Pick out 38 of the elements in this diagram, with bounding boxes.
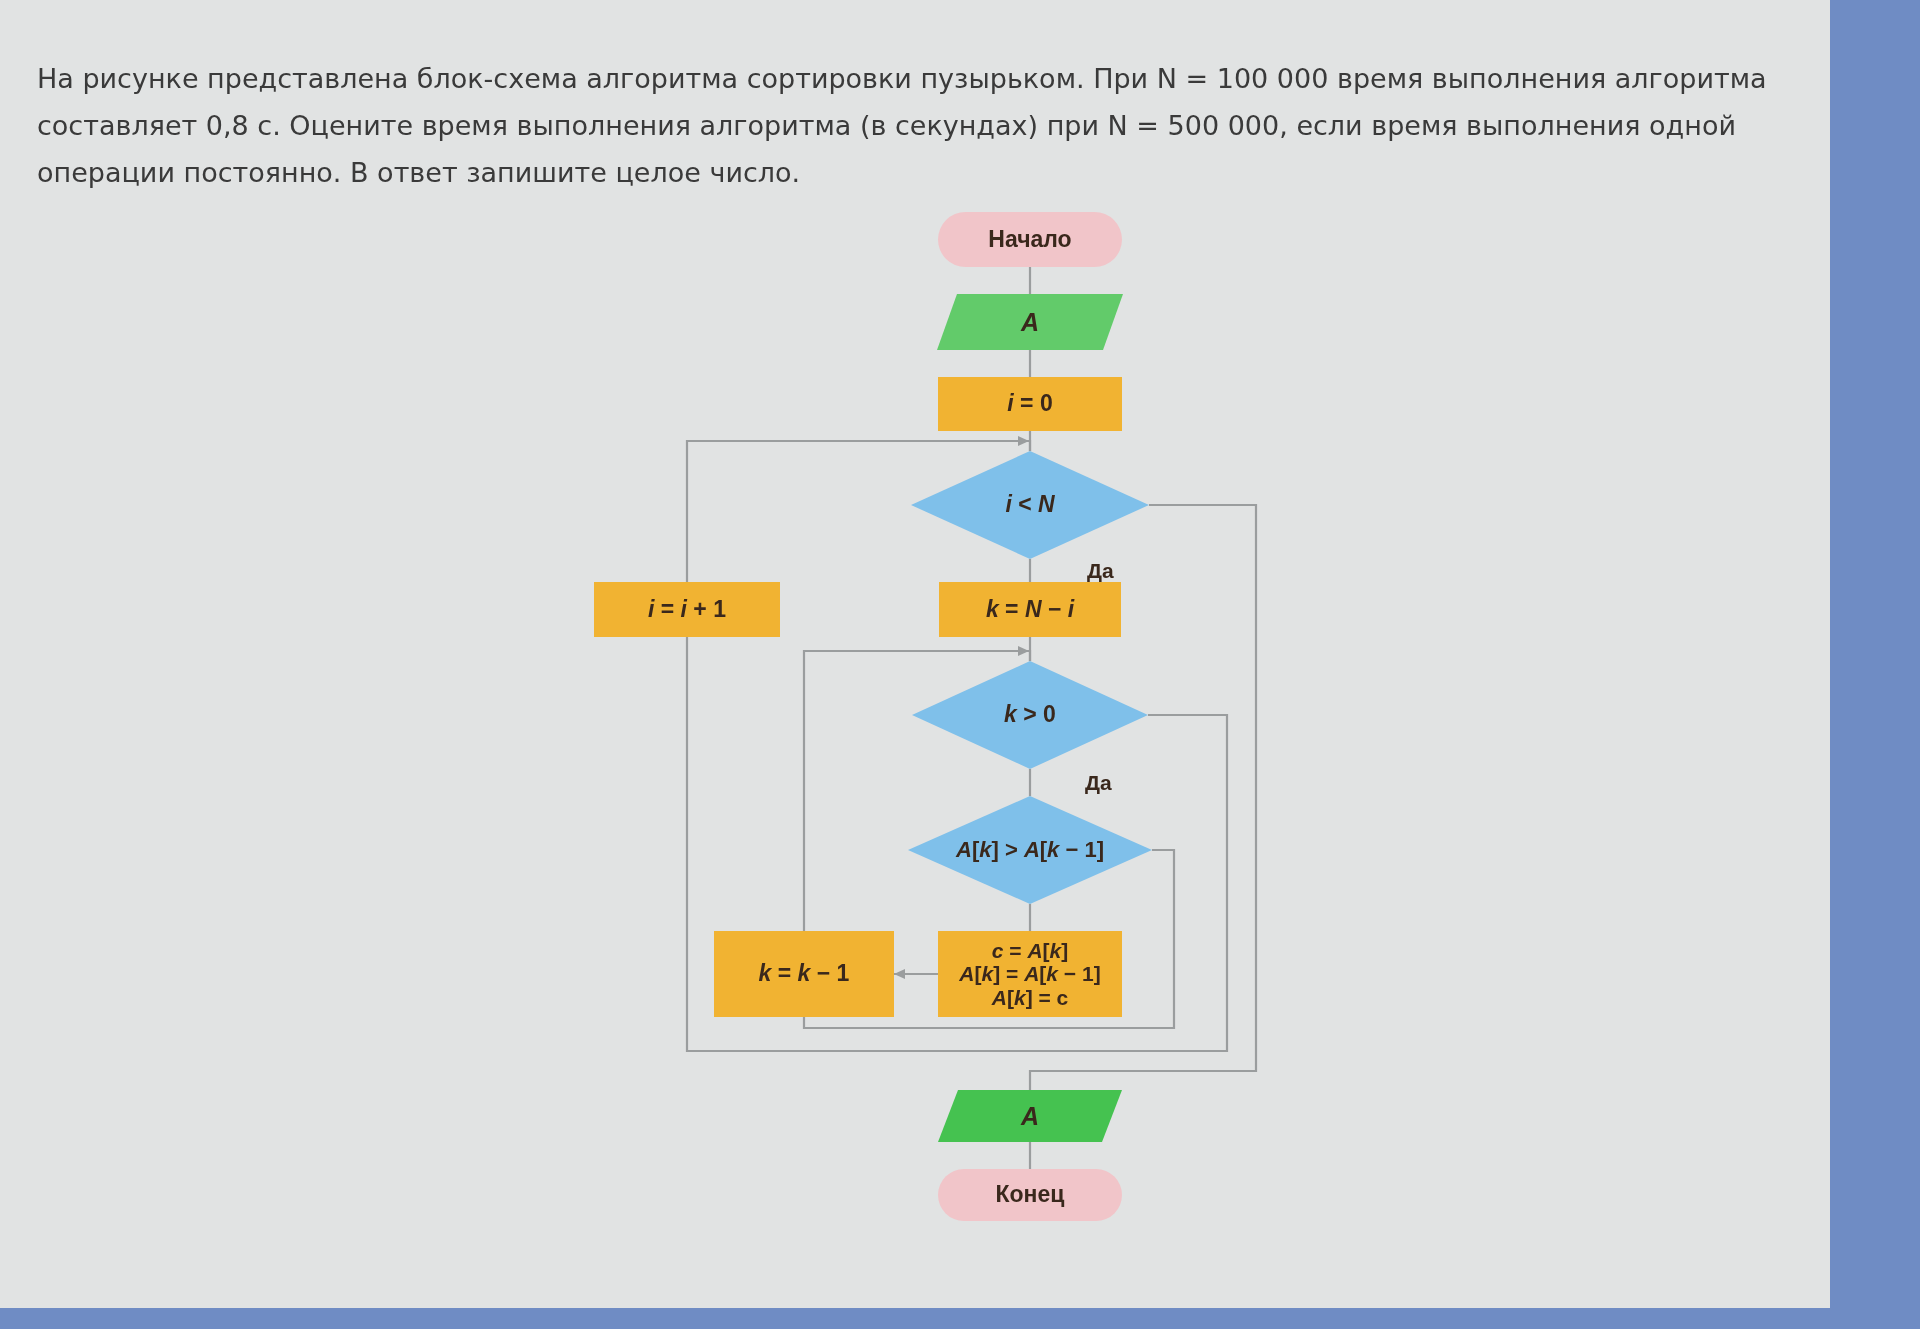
- connector-line: [1028, 503, 1258, 1090]
- process-box: [594, 582, 780, 637]
- condition-label: i < N: [1005, 492, 1055, 518]
- connector-line: [1028, 769, 1032, 796]
- output-parallelogram: [938, 1090, 1122, 1142]
- statement-label: A[k] = A[k − 1]: [959, 962, 1101, 986]
- decision-diamond: [912, 661, 1148, 769]
- connector-line: [1028, 350, 1032, 377]
- statement-label: k = N − i: [985, 596, 1075, 623]
- input-parallelogram: [937, 294, 1123, 350]
- connector-line: [685, 637, 1229, 1053]
- decision-diamond: [908, 796, 1152, 904]
- data-label: A: [1020, 308, 1040, 336]
- connector-line: [1028, 904, 1032, 931]
- terminal-label: Начало: [988, 226, 1072, 253]
- process-box: [714, 931, 894, 1017]
- process-box: [938, 377, 1122, 431]
- statement-label: A[k] = c: [991, 985, 1069, 1010]
- start-terminal: [938, 212, 1122, 267]
- statement-label: k = k − 1: [758, 961, 850, 987]
- flow-arrow: [685, 436, 1032, 582]
- end-terminal: [938, 1169, 1122, 1221]
- process-box: [938, 931, 1122, 1017]
- data-label: A: [1020, 1102, 1040, 1130]
- flow-arrow: [894, 969, 938, 979]
- connector-line: [1028, 559, 1032, 582]
- terminal-label: Конец: [995, 1182, 1065, 1208]
- condition-label: k > 0: [1004, 702, 1056, 728]
- connector-line: [1028, 267, 1032, 294]
- task-text: На рисунке представлена блок-схема алгоритма сортировки пузырьком. При N = 100 000 время выполнения алгоритма составляет 0,8 с. Оцените время выполнения алгоритма (в секундах) при N = 500 000, если время выполнения одной операции постоянно. В ответ запишите целое число.: [37, 62, 1768, 190]
- condition-label: A[k] > A[k − 1]: [956, 837, 1104, 863]
- statement-label: i = i + 1: [648, 596, 726, 623]
- statement-label: i = 0: [1007, 391, 1053, 417]
- statement-label: c = A[k]: [991, 938, 1069, 963]
- decision-diamond: [911, 451, 1149, 559]
- connector-line: [802, 848, 1176, 1030]
- connector-line: [1028, 1142, 1032, 1169]
- process-box: [939, 582, 1121, 637]
